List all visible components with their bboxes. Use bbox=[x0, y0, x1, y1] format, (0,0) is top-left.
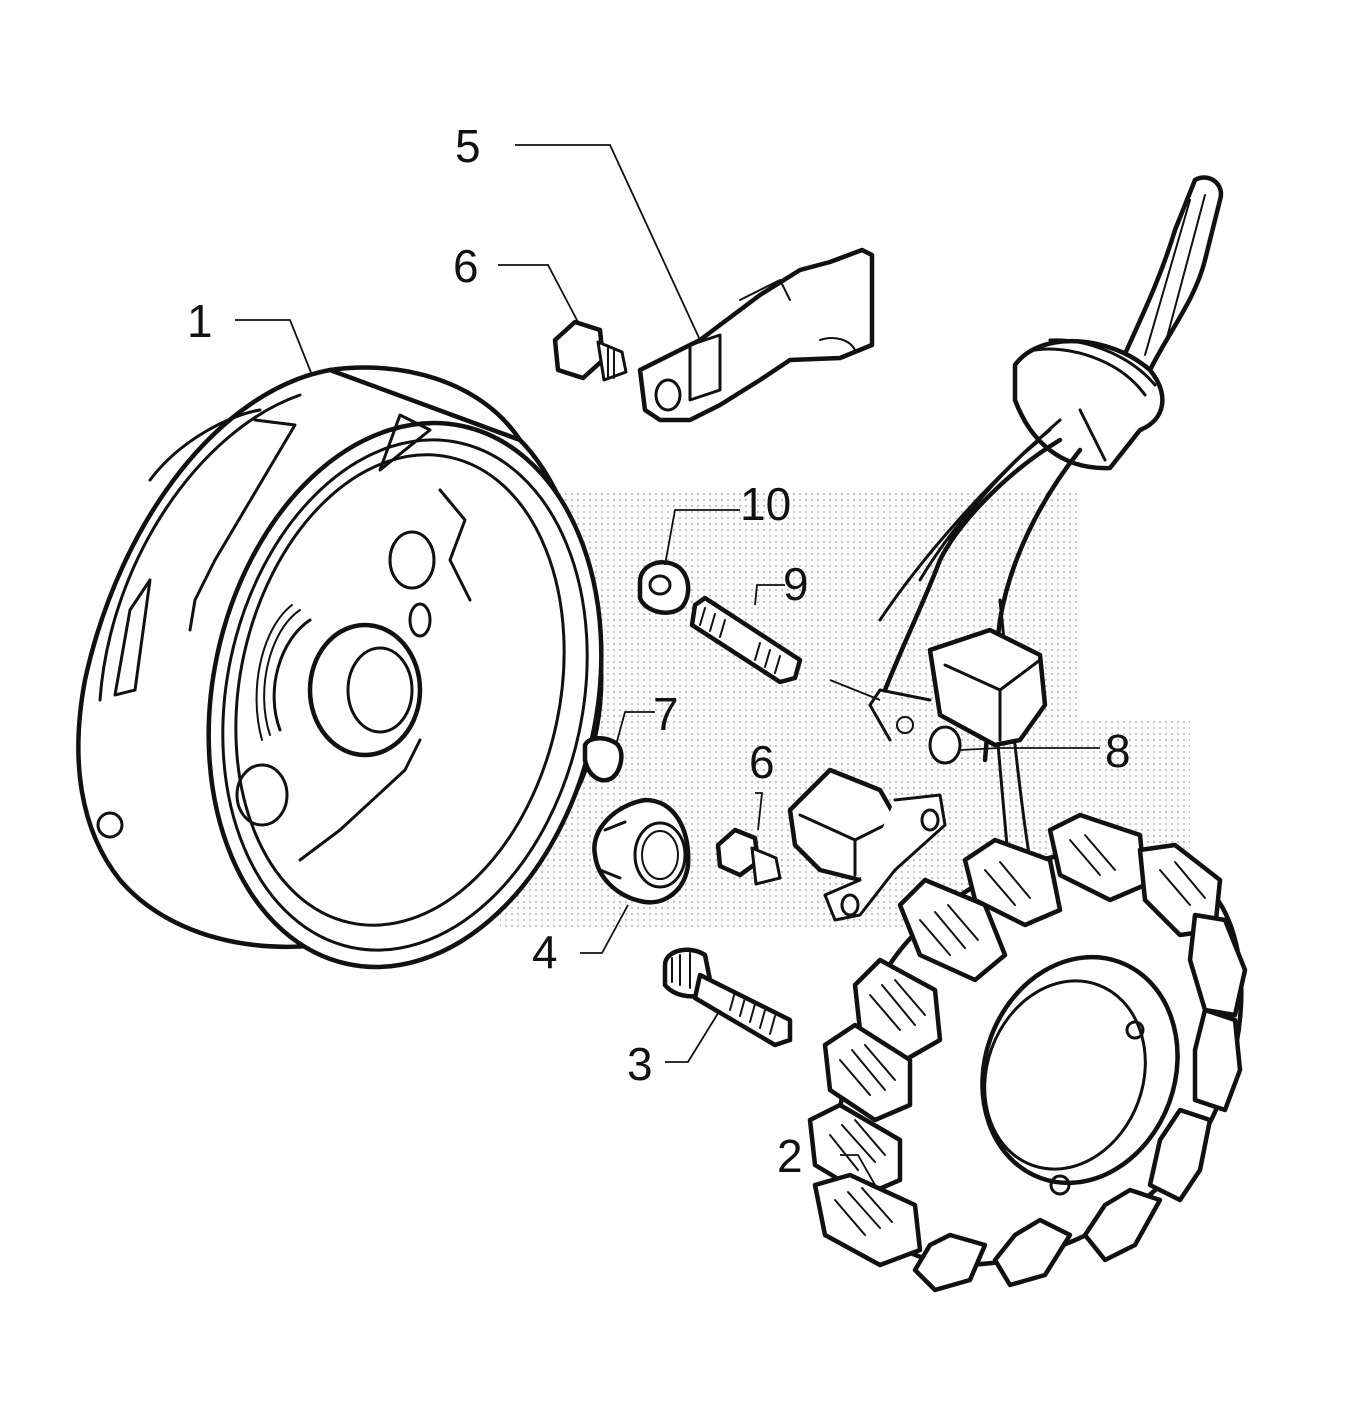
stator-coils bbox=[807, 812, 1248, 1293]
callout-8: 8 bbox=[1105, 725, 1131, 777]
bolt-lower bbox=[715, 827, 782, 886]
callout-1: 1 bbox=[187, 295, 213, 347]
callout-4: 4 bbox=[532, 926, 558, 978]
leader-lines bbox=[235, 144, 1100, 1186]
callout-5: 5 bbox=[455, 120, 481, 172]
woodruff-key bbox=[582, 736, 624, 783]
bolt-upper bbox=[552, 319, 628, 382]
callout-3: 3 bbox=[627, 1038, 653, 1090]
callout-10: 10 bbox=[740, 478, 791, 530]
threaded-stud bbox=[689, 595, 803, 685]
callout-6-lower: 6 bbox=[749, 736, 775, 788]
callout-labels: 1 2 3 4 5 6 6 7 8 9 10 bbox=[187, 120, 1131, 1182]
cap-screw bbox=[662, 947, 793, 1048]
callout-6-upper: 6 bbox=[453, 240, 479, 292]
callout-9: 9 bbox=[783, 558, 809, 610]
callout-7: 7 bbox=[653, 688, 679, 740]
flywheel-nut bbox=[592, 797, 691, 905]
stator-assembly bbox=[787, 175, 1248, 1293]
callout-2: 2 bbox=[777, 1130, 803, 1182]
flywheel-rotor bbox=[76, 365, 604, 970]
cable-bracket bbox=[637, 247, 875, 423]
nut-small bbox=[637, 560, 691, 615]
